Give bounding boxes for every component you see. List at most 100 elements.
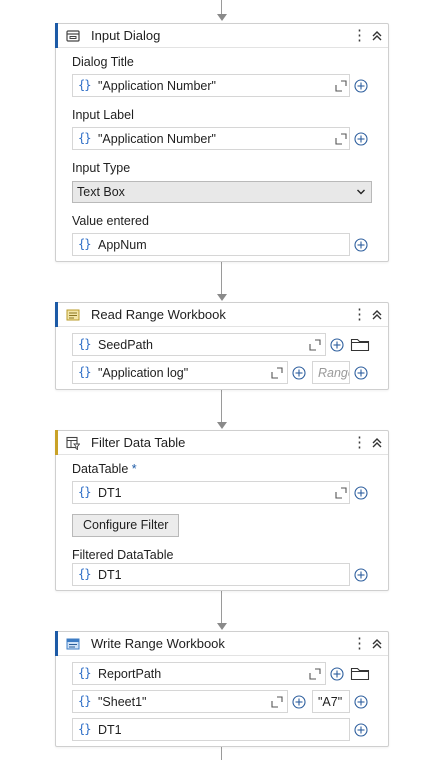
plus-circle-icon[interactable]	[354, 695, 368, 709]
activity-title: Read Range Workbook	[91, 307, 226, 322]
expression-brace-icon: {}	[78, 567, 91, 581]
workbook-read-icon	[66, 309, 80, 321]
connector-arrow	[217, 422, 227, 429]
chevron-down-icon	[357, 189, 365, 195]
expand-icon[interactable]	[309, 668, 321, 680]
workbook-path-value: ReportPath	[98, 667, 162, 681]
expression-brace-icon: {}	[78, 485, 91, 499]
value-entered-field[interactable]: {} AppNum	[72, 233, 350, 256]
connector-line	[221, 0, 222, 15]
double-chevron-up-icon[interactable]	[370, 27, 384, 45]
activity-title: Filter Data Table	[91, 435, 186, 450]
double-chevron-up-icon[interactable]	[370, 635, 384, 653]
plus-circle-icon[interactable]	[354, 568, 368, 582]
expand-icon[interactable]	[271, 367, 283, 379]
value-entered-value: AppNum	[98, 238, 147, 252]
activity-title: Input Dialog	[91, 28, 161, 43]
sheet-name-value: "Sheet1"	[98, 695, 147, 709]
sheet-name-field[interactable]: {} "Sheet1"	[72, 690, 288, 713]
input-type-label: Input Type	[72, 161, 131, 175]
write-range-workbook-activity[interactable]: Write Range Workbook ⋮ {} ReportPath {} …	[55, 631, 389, 747]
datatable-field[interactable]: {} DT1	[72, 481, 350, 504]
expand-icon[interactable]	[335, 80, 347, 92]
configure-filter-button[interactable]: Configure Filter	[72, 514, 180, 537]
expression-brace-icon: {}	[78, 78, 91, 92]
value-entered-label: Value entered	[72, 214, 149, 228]
expression-brace-icon: {}	[78, 694, 91, 708]
connector-line	[221, 262, 222, 294]
connector-arrow	[217, 14, 227, 21]
more-options-icon[interactable]: ⋮	[352, 306, 367, 323]
workbook-write-icon	[66, 638, 80, 650]
expression-brace-icon: {}	[78, 237, 91, 251]
plus-circle-icon[interactable]	[354, 486, 368, 500]
filtered-datatable-value: DT1	[98, 568, 122, 582]
selection-accent	[55, 302, 58, 327]
workbook-path-field[interactable]: {} ReportPath	[72, 662, 326, 685]
datatable-label: DataTable *	[72, 462, 137, 476]
sheet-name-field[interactable]: {} "Application log"	[72, 361, 288, 384]
activity-title: Write Range Workbook	[91, 636, 225, 651]
expression-brace-icon: {}	[78, 131, 91, 145]
filtered-datatable-label: Filtered DataTable	[72, 548, 174, 562]
input-dialog-activity[interactable]: Input Dialog ⋮ Dialog Title {} "Applicat…	[55, 23, 389, 262]
plus-circle-icon[interactable]	[354, 79, 368, 93]
expression-brace-icon: {}	[78, 722, 91, 736]
dialog-title-label: Dialog Title	[72, 55, 134, 69]
plus-circle-icon[interactable]	[292, 366, 306, 380]
plus-circle-icon[interactable]	[354, 366, 368, 380]
expand-icon[interactable]	[271, 696, 283, 708]
more-options-icon[interactable]: ⋮	[352, 635, 367, 652]
input-label-field[interactable]: {} "Application Number"	[72, 127, 350, 150]
connector-line	[221, 747, 222, 760]
filter-table-icon	[66, 436, 80, 450]
required-mark: *	[131, 462, 137, 476]
workbook-path-field[interactable]: {} SeedPath	[72, 333, 326, 356]
datatable-value: DT1	[98, 486, 122, 500]
expand-icon[interactable]	[335, 133, 347, 145]
activity-header[interactable]: Input Dialog ⋮	[55, 23, 388, 48]
plus-circle-icon[interactable]	[330, 667, 344, 681]
activity-header[interactable]: Filter Data Table ⋮	[55, 430, 388, 455]
read-range-workbook-activity[interactable]: Read Range Workbook ⋮ {} SeedPath {} "Ap…	[55, 302, 389, 390]
filter-data-table-activity[interactable]: Filter Data Table ⋮ DataTable * {} DT1 C…	[55, 430, 389, 591]
dialog-title-value: "Application Number"	[98, 79, 216, 93]
expand-icon[interactable]	[309, 339, 321, 351]
double-chevron-up-icon[interactable]	[370, 434, 384, 452]
range-field[interactable]: Range	[312, 361, 350, 384]
plus-circle-icon[interactable]	[330, 338, 344, 352]
connector-line	[221, 390, 222, 422]
dialog-window-icon	[66, 30, 80, 42]
folder-icon[interactable]	[350, 666, 370, 681]
datatable-field[interactable]: {} DT1	[72, 718, 350, 741]
activity-header[interactable]: Read Range Workbook ⋮	[55, 302, 388, 327]
folder-icon[interactable]	[350, 337, 370, 352]
double-chevron-up-icon[interactable]	[370, 306, 384, 324]
plus-circle-icon[interactable]	[354, 132, 368, 146]
plus-circle-icon[interactable]	[354, 238, 368, 252]
connector-arrow	[217, 623, 227, 630]
expression-brace-icon: {}	[78, 337, 91, 351]
selection-accent	[55, 23, 58, 48]
start-cell-field[interactable]: "A7"	[312, 690, 350, 713]
input-type-dropdown[interactable]: Text Box	[72, 181, 372, 203]
input-label-value: "Application Number"	[98, 132, 216, 146]
activity-header[interactable]: Write Range Workbook ⋮	[55, 631, 388, 656]
datatable-value: DT1	[98, 723, 122, 737]
plus-circle-icon[interactable]	[354, 723, 368, 737]
dialog-title-field[interactable]: {} "Application Number"	[72, 74, 350, 97]
connector-arrow	[217, 294, 227, 301]
sheet-name-value: "Application log"	[98, 366, 189, 380]
selection-accent	[55, 631, 58, 656]
expand-icon[interactable]	[335, 487, 347, 499]
filtered-datatable-field[interactable]: {} DT1	[72, 563, 350, 586]
input-type-value: Text Box	[77, 185, 125, 199]
more-options-icon[interactable]: ⋮	[352, 27, 367, 44]
expression-brace-icon: {}	[78, 365, 91, 379]
selection-accent	[55, 430, 58, 455]
expression-brace-icon: {}	[78, 666, 91, 680]
plus-circle-icon[interactable]	[292, 695, 306, 709]
connector-line	[221, 591, 222, 623]
datatable-label-text: DataTable	[72, 462, 129, 476]
more-options-icon[interactable]: ⋮	[352, 434, 367, 451]
